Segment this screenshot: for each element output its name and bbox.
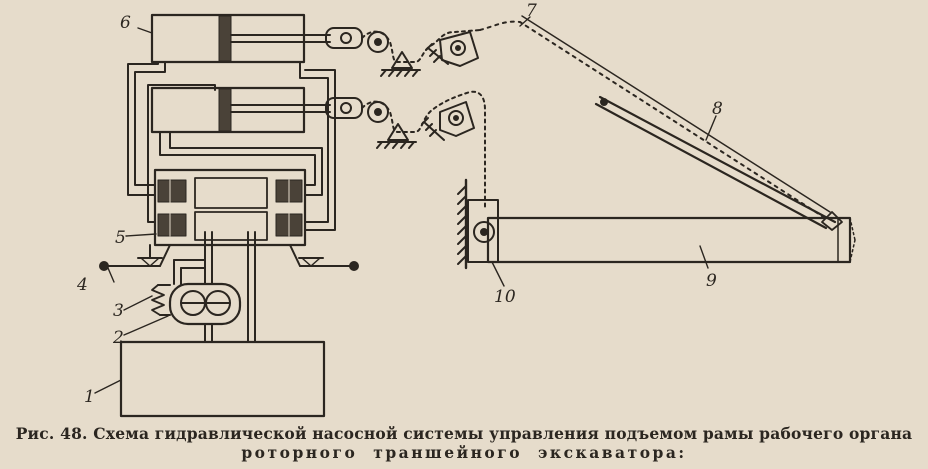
label-4: 4 [76, 275, 88, 295]
label-10: 10 [494, 287, 516, 307]
label-9: 9 [706, 271, 717, 291]
engine-block [119, 340, 326, 418]
chain-long [479, 20, 826, 219]
label-5: 5 [115, 228, 126, 248]
label-7: 7 [526, 1, 537, 21]
safety-valve-spring [151, 284, 165, 316]
label-8: 8 [712, 99, 723, 119]
chain-upper-left-loop [361, 29, 481, 63]
caption-line-2: роторного траншейного экскаватора: [241, 443, 687, 462]
support-brace [598, 95, 837, 224]
label-3: 3 [113, 301, 124, 321]
hydraulic-scheme-drawing: 1 2 3 4 5 6 7 8 9 10 [76, 1, 856, 418]
cylinder-lower [150, 86, 306, 134]
cylinder-upper [150, 13, 306, 64]
label-1: 1 [84, 387, 95, 407]
caption-line-1: Рис. 48. Схема гидравлической насосной с… [15, 424, 913, 443]
label-2: 2 [112, 328, 124, 348]
working-frame [486, 216, 852, 264]
figure-caption: Рис. 48. Схема гидравлической насосной с… [0, 424, 928, 462]
pivot-hinge [467, 199, 499, 263]
label-6: 6 [120, 13, 131, 33]
distributor-body [153, 168, 307, 247]
